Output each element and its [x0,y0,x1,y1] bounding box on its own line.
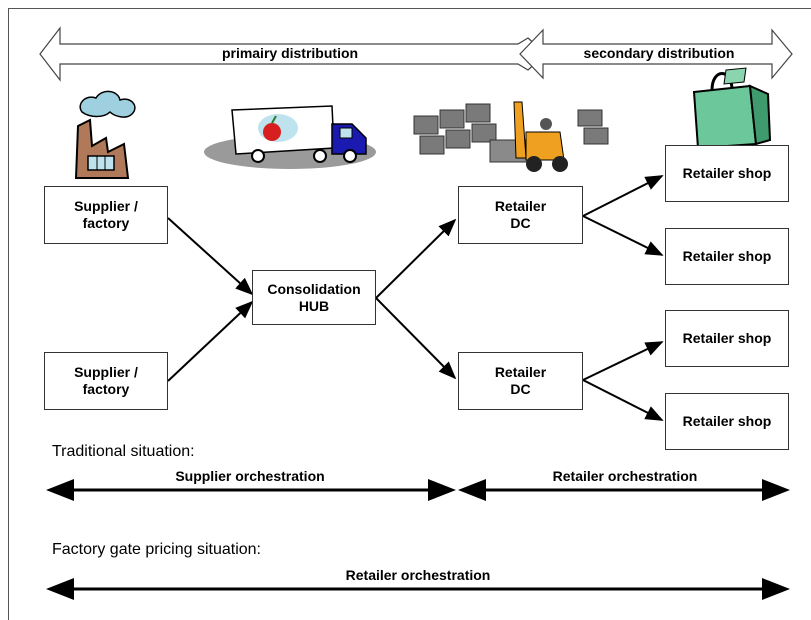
retailer-shop-box-3: Retailer shop [665,310,789,367]
arrow-dc2-to-shop4 [582,379,664,421]
arrow-hub-to-dc1 [375,218,457,299]
supplier-orchestration-label: Supplier orchestration [175,468,325,484]
secondary-distribution-arrow [519,28,793,80]
retailer-orchestration-label-fgp: Retailer orchestration [345,567,491,583]
frame-left-line [8,8,9,620]
supplier-factory-box-2: Supplier / factory [44,352,168,410]
arrow-dc2-to-shop3 [582,341,664,381]
frame-top-line [8,8,811,9]
arrow-dc1-to-shop2 [582,215,664,256]
forklift-warehouse-icon [413,101,609,172]
secondary-distribution-label: secondary distribution [583,45,735,61]
retailer-dc-box-2: Retailer DC [458,352,583,410]
retailer-dc-box-1: Retailer DC [458,186,583,244]
retailer-shop-box-1: Retailer shop [665,145,789,202]
arrow-supplier1-to-hub [167,217,254,296]
arrow-hub-to-dc2 [375,297,457,380]
traditional-situation-heading: Traditional situation: [52,443,195,460]
retailer-orchestration-label-traditional: Retailer orchestration [552,468,698,484]
retailer-shop-box-2: Retailer shop [665,228,789,285]
factory-icon [74,90,136,179]
supplier-factory-box-1: Supplier / factory [44,186,168,244]
arrow-dc1-to-shop1 [582,175,664,217]
consolidation-hub-box: Consolidation HUB [252,270,376,325]
factory-gate-pricing-heading: Factory gate pricing situation: [52,541,261,558]
shopping-bag-icon [692,67,772,150]
arrow-supplier2-to-hub [167,300,254,382]
retailer-shop-box-4: Retailer shop [665,393,789,450]
primary-distribution-label: primairy distribution [221,45,359,61]
truck-icon [204,105,376,169]
